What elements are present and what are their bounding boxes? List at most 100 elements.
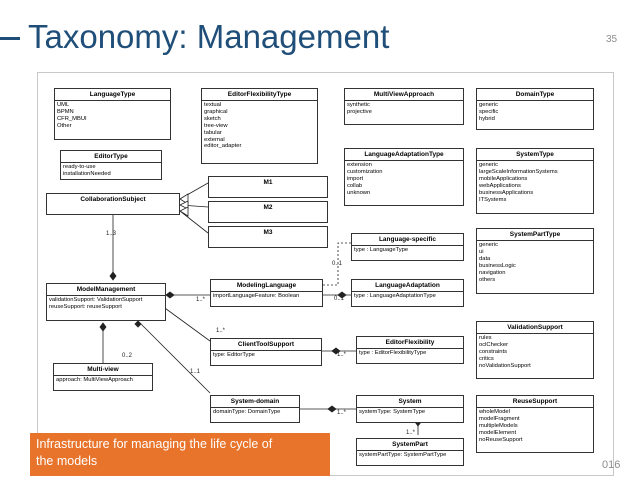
languagetype-box: LanguageType UML BPMN CFR_MBUI Other [54, 88, 171, 140]
editorflexibility-title: EditorFlexibility [357, 337, 463, 349]
systemtype-items: generic largeScaleInformationSystems mob… [477, 161, 593, 204]
m2-title: M2 [263, 204, 273, 211]
modelmanagement-box: ModelManagement validationSupport: Valid… [46, 283, 166, 321]
m2-box: M2 [208, 201, 328, 223]
clienttoolsupport-attr: type: EditorType [213, 352, 255, 358]
list-item: UML [57, 102, 70, 108]
modelmanagement-title: ModelManagement [47, 284, 165, 296]
systemdomain-box: System-domain domainType: DomainType [210, 395, 300, 423]
mm-to-cts-line [157, 302, 211, 342]
multiview-title: Multi-view [54, 364, 152, 376]
domaintype-box: DomainType generic specific hybrid [476, 88, 594, 130]
title-accent-bar [0, 37, 20, 40]
callout-banner: Infrastructure for managing the life cyc… [30, 433, 330, 476]
editorflexibility-box: EditorFlexibility type : EditorFlexibili… [356, 336, 464, 364]
list-item: wholeModel [479, 409, 510, 415]
languageadaptationtype-items: extension customization import collab un… [345, 161, 463, 198]
mm-sd-diamond [134, 320, 142, 328]
editorflexibilitytype-title: EditorFlexibilityType [202, 89, 317, 101]
gen-triangle-1 [179, 193, 189, 205]
reusesupport-items: wholeModel modelFragment multipleModels … [477, 408, 593, 445]
callout-line-1: Infrastructure for managing the life cyc… [36, 437, 273, 451]
list-item: businessLogic [479, 262, 516, 269]
list-item: ready-to-use [63, 164, 96, 170]
systempart-box: SystemPart systemPartType: SystemPartTyp… [356, 438, 464, 466]
languagetype-items: UML BPMN CFR_MBUI Other [55, 101, 170, 131]
list-item: webApplications [479, 182, 521, 189]
languagetype-title: LanguageType [55, 89, 170, 101]
list-item: tree-view [204, 122, 228, 129]
list-item: oclChecker [479, 341, 508, 348]
list-item: ITSystems [479, 196, 507, 203]
multiviewapproach-title: MultiViewApproach [345, 89, 463, 101]
m1-box: M1 [208, 176, 328, 198]
editortype-items: ready-to-use installationNeeded [61, 163, 161, 179]
systemdomain-attr: domainType: DomainType [213, 409, 281, 415]
list-item: hybrid [479, 115, 495, 122]
mm-mv-diamond [99, 322, 107, 332]
list-item: modelElement [479, 429, 517, 436]
systemparttype-items: generic ui data businessLogic navigation… [477, 241, 593, 284]
modelmanagement-attrs: validationSupport: ValidationSupport reu… [47, 296, 165, 312]
multiplicity-label: 0..2 [122, 353, 133, 359]
system-title: System [357, 396, 463, 408]
validationsupport-box: ValidationSupport rules oclChecker const… [476, 321, 594, 379]
list-item: largeScaleInformationSystems [479, 168, 558, 175]
list-item: BPMN [57, 108, 74, 115]
systemtype-box: SystemType generic largeScaleInformation… [476, 148, 594, 214]
list-item: CFR_MBUI [57, 115, 87, 122]
multiplicity-label: 1..* [216, 328, 226, 334]
list-item: graphical [204, 108, 228, 115]
languageadaptationtype-box: LanguageAdaptationType extension customi… [344, 148, 464, 206]
m3-title: M3 [263, 229, 273, 236]
list-item: ui [479, 248, 484, 255]
validationsupport-title: ValidationSupport [477, 322, 593, 334]
list-item: mobileApplications [479, 175, 528, 182]
list-item: extension [347, 162, 372, 168]
multiplicity-label: 1..* [337, 410, 347, 416]
sd-sys-diamond [327, 405, 337, 413]
list-item: generic [479, 162, 499, 168]
multiview-attr: approach: MultiViewApproach [56, 377, 133, 383]
system-attr: systemType: SystemType [359, 409, 426, 415]
multiplicity-label: 1..3 [106, 231, 117, 237]
languageadaptation-box: LanguageAdaptation type : LanguageAdapta… [351, 279, 464, 307]
multiplicity-label: 1..* [337, 352, 347, 358]
systemdomain-title: System-domain [211, 396, 299, 408]
ml-to-ls-line [323, 242, 351, 286]
systempart-attr: systemPartType: SystemPartType [359, 452, 447, 458]
collab-diamond [109, 271, 117, 281]
attribute: reuseSupport: reuseSupport [49, 303, 122, 310]
mm-to-sd-line [137, 320, 211, 394]
list-item: critics [479, 355, 494, 362]
editorflexibilitytype-items: textual graphical sketch tree-view tabul… [202, 101, 317, 151]
languagespecific-attr: type : LanguageType [354, 247, 409, 253]
list-item: noReuseSupport [479, 436, 523, 443]
footer-year: 016 [602, 459, 621, 471]
editortype-box: EditorType ready-to-use installationNeed… [60, 150, 162, 180]
list-item: projective [347, 108, 372, 115]
modelinglanguage-attr: importLanguageFeature: Boolean [213, 293, 300, 299]
clienttoolsupport-title: ClientToolSupport [211, 339, 321, 351]
list-item: Other [57, 122, 72, 129]
gen-triangle-3 [179, 206, 189, 217]
domaintype-items: generic specific hybrid [477, 101, 593, 124]
list-item: tabular [204, 129, 222, 136]
editorflexibilitytype-box: EditorFlexibilityType textual graphical … [201, 88, 318, 164]
validationsupport-items: rules oclChecker constraints critics noV… [477, 334, 593, 371]
list-item: noValidationSupport [479, 362, 531, 369]
multiplicity-label: 0..1 [334, 296, 345, 302]
list-item: businessApplications [479, 189, 534, 196]
multiviewapproach-box: MultiViewApproach synthetic projective [344, 88, 464, 125]
languagespecific-title: Language-specific [352, 234, 463, 246]
modelinglanguage-box: ModelingLanguage importLanguageFeature: … [210, 279, 323, 307]
systemparttype-title: SystemPartType [477, 229, 593, 241]
multiplicity-label: 1..* [196, 297, 206, 303]
systemtype-title: SystemType [477, 149, 593, 161]
list-item: generic [479, 102, 499, 108]
list-item: navigation [479, 269, 506, 276]
uml-diagram: LanguageType UML BPMN CFR_MBUI Other Edi… [37, 72, 614, 476]
editortype-title: EditorType [61, 151, 161, 163]
multiplicity-label: 0..1 [332, 261, 343, 267]
page-number: 35 [606, 34, 618, 45]
